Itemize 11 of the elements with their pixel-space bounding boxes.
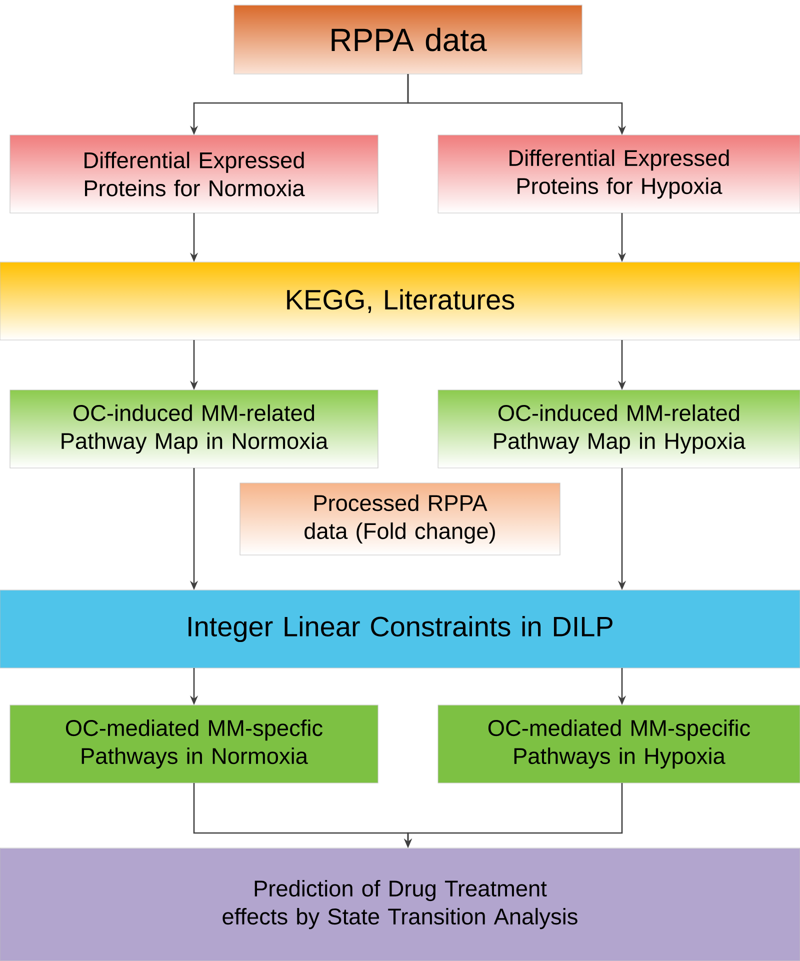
process-box: Differential Expressed Proteins for Normoxia	[10, 134, 378, 214]
process-box: OC-induced MM-related Pathway Map in Hypoxia	[438, 390, 800, 468]
process-box: OC-mediated MM-specfic Pathways in Normoxia	[10, 704, 378, 784]
process-box: Differential Expressed Proteins for Hypoxia	[438, 134, 800, 214]
process-band: Integer Linear Constraints in DILP	[0, 590, 800, 668]
data-box: Processed RPPA data (Fold change)	[240, 482, 560, 556]
result-box: Prediction of Drug Treatment effects by State Transition Analysis	[0, 848, 800, 961]
title-box: RPPA data	[234, 4, 582, 74]
process-box: OC-mediated MM-specific Pathways in Hypoxia	[438, 704, 800, 784]
process-box: OC-induced MM-related Pathway Map in Normoxia	[10, 390, 378, 468]
process-band: KEGG, Literatures	[0, 262, 800, 340]
